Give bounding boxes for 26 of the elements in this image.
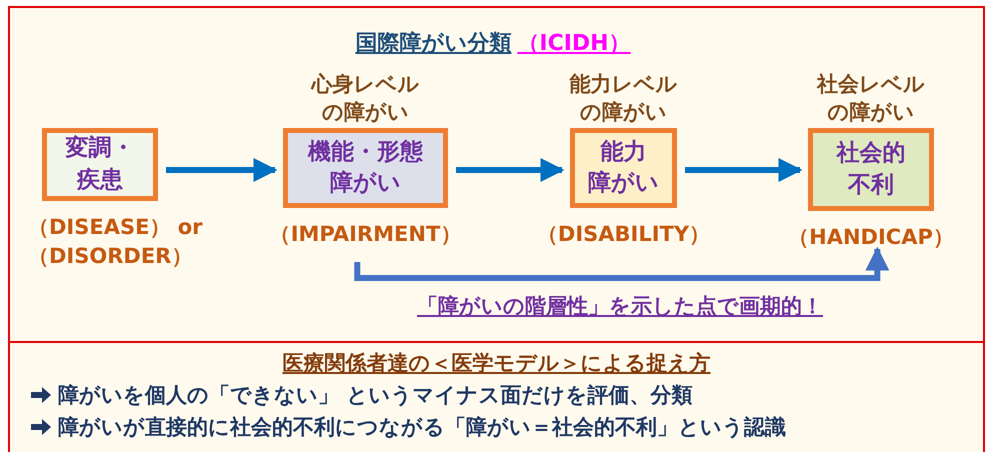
english-term: （DISABILITY） (536, 221, 712, 248)
title: 国際障がい分類 (355, 31, 512, 56)
edge-label: 「障がいの階層性」を示した点で画期的！ (417, 294, 823, 318)
process-box (808, 128, 934, 211)
english-term: （DISEASE） or （DISORDER） (28, 214, 204, 270)
level-heading: 心身レベルの障がい (310, 71, 420, 126)
abbreviation: （ICIDH） (517, 31, 631, 56)
level-heading: 社会レベルの障がい (816, 71, 926, 126)
process-box (570, 128, 677, 208)
arrow (354, 246, 890, 281)
box-label: 社会的不利 (835, 139, 906, 200)
english-term: （HANDICAP） (787, 224, 955, 251)
note-panel (10, 341, 983, 452)
process-box (42, 128, 158, 201)
box-label: 能力障がい (588, 138, 660, 198)
bullet-text: 障がいが直接的に社会的不利につながる「障がい＝社会的不利」という認識 (58, 414, 786, 441)
panel-heading: 医療関係者達の＜医学モデル＞による捉え方 (282, 351, 710, 375)
arrow (166, 158, 278, 182)
arrow (456, 158, 564, 182)
level-heading: 能力レベルの障がい (568, 71, 678, 126)
english-term: （IMPAIRMENT） (268, 221, 462, 248)
process-box (283, 128, 448, 208)
bullet-text: 障がいを個人の「できない」 というマイナス面だけを評価、分類 (58, 382, 692, 409)
arrow (685, 158, 802, 182)
box-label: 機能・形態障がい (306, 138, 424, 198)
box-label: 変調・疾患 (64, 134, 136, 194)
